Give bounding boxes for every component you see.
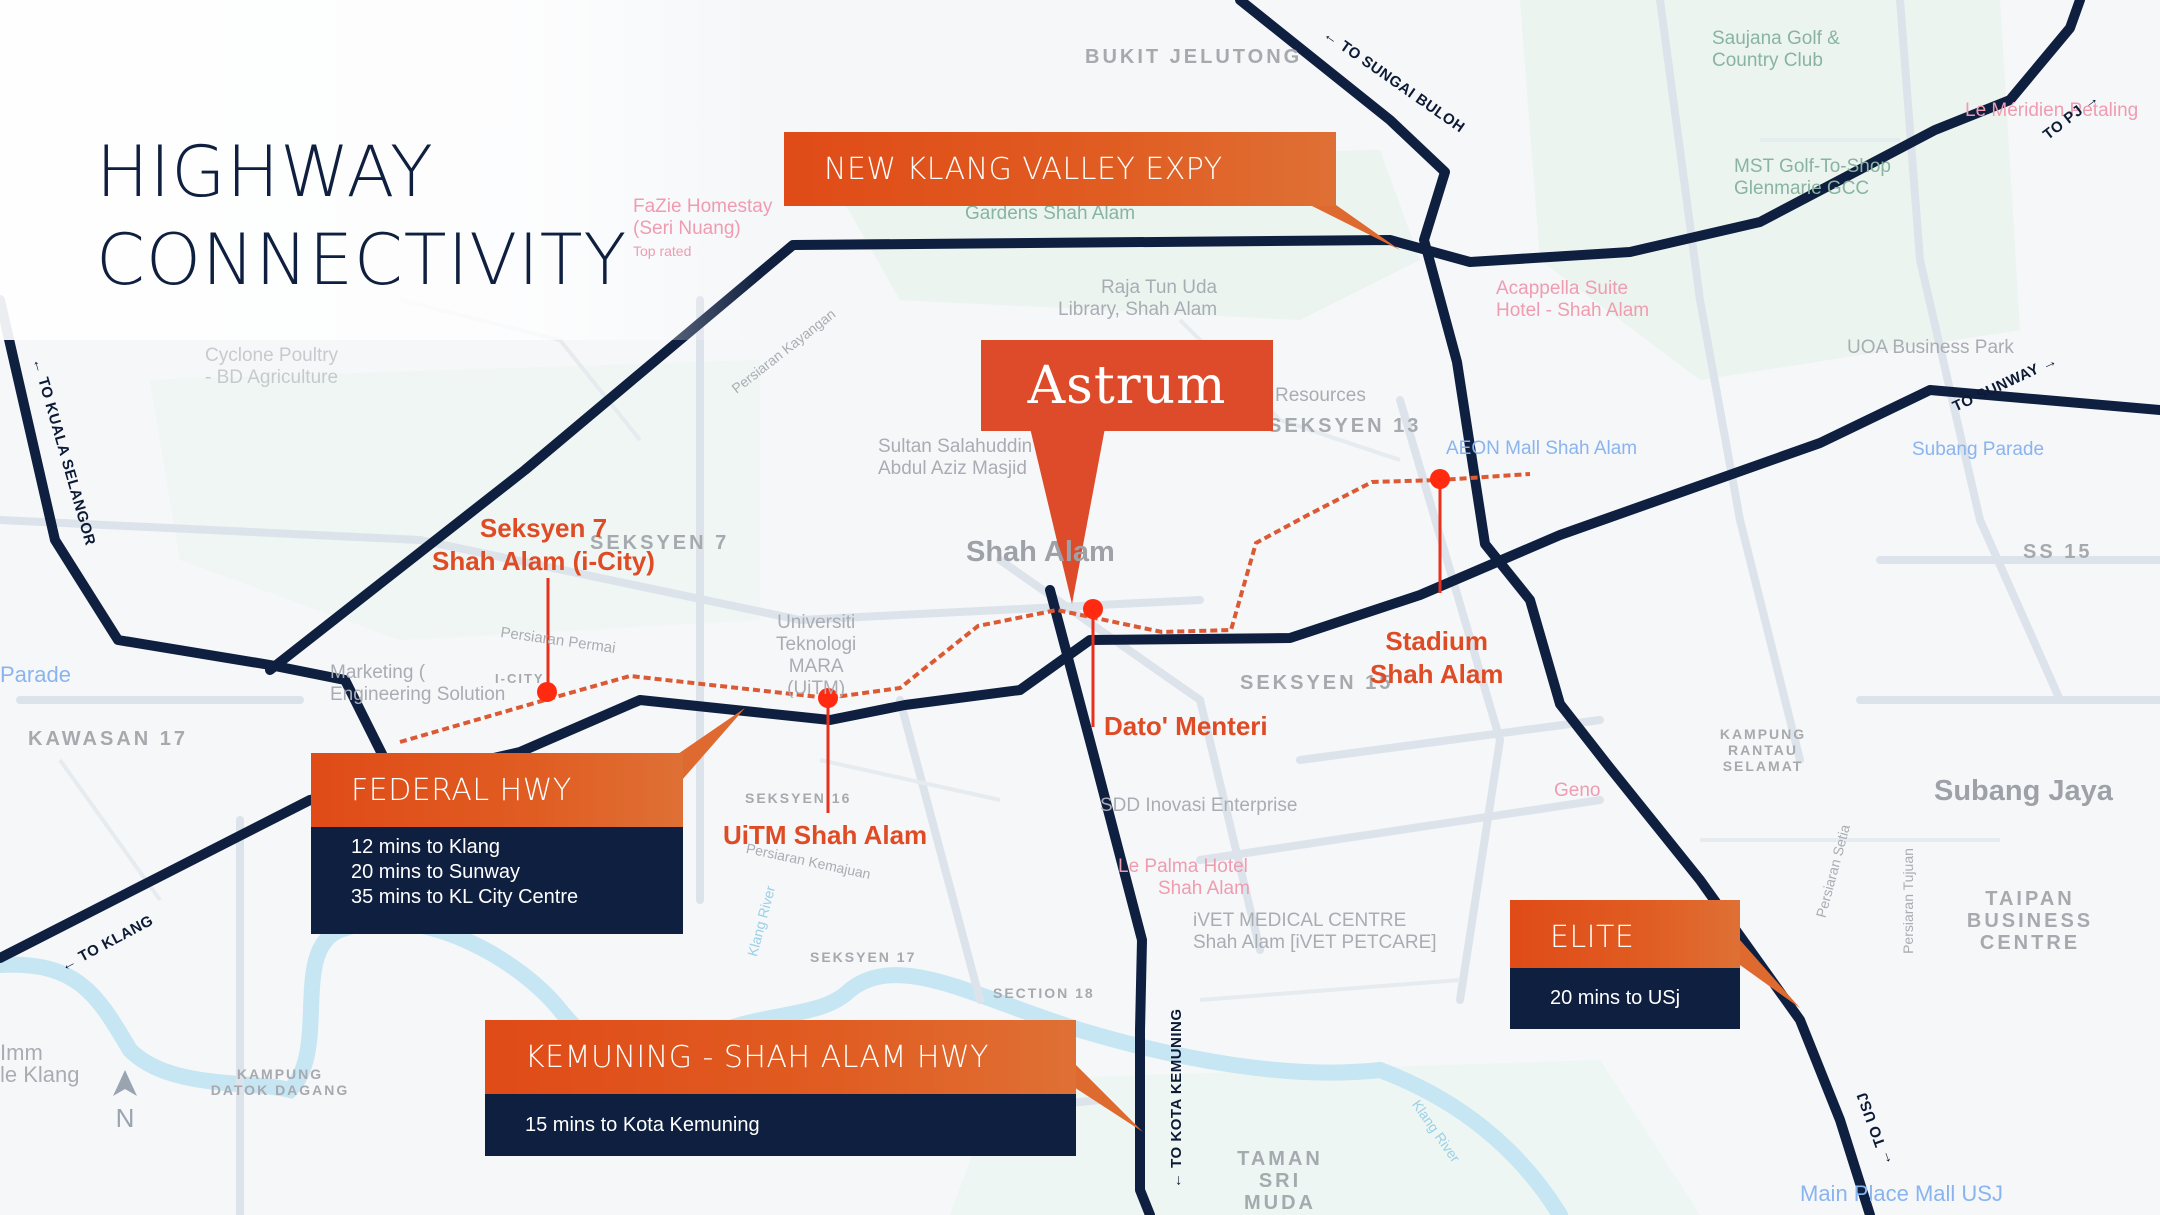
road-persiaran-tujuan: Persiaran Tujuan — [1899, 848, 1916, 954]
area-label: SEKSYEN 15 — [1240, 672, 1394, 694]
poi-geno: Geno — [1554, 780, 1601, 801]
poi-parade-left: Parade — [0, 662, 71, 687]
poi-subang-parade: Subang Parade — [1912, 439, 2045, 460]
poi-shah-alam: Shah Alam — [966, 536, 1115, 568]
poi-main-place: Main Place Mall USJ — [1800, 1181, 2003, 1206]
title-backdrop — [0, 0, 760, 340]
area-label: SEKSYEN 17 — [810, 949, 917, 965]
poi-aeon: AEON Mall Shah Alam — [1446, 438, 1638, 459]
area-label: I-CITY — [495, 671, 545, 686]
north-label: N — [115, 1103, 135, 1133]
page-title: HIGHWAY CONNECTIVITY — [96, 128, 627, 304]
poi-resources: Resources — [1275, 385, 1366, 406]
title-line-2: CONNECTIVITY — [96, 219, 628, 301]
poi-gardens: Gardens Shah Alam — [965, 203, 1136, 224]
poi-inovasi: SDD Inovasi Enterprise — [1100, 795, 1298, 816]
direction-kota-kemuning: ← TO KOTA KEMUNING — [1168, 1008, 1185, 1188]
federal-line — [0, 385, 2160, 963]
area-label: SECTION 18 — [993, 985, 1095, 1001]
poi-cyclone: Cyclone Poultry- BD Agriculture — [205, 345, 339, 388]
area-label: KAMPUNG DATOK DAGANG — [210, 1066, 350, 1098]
poi-marketing: Marketing (Engineering Solution — [330, 662, 506, 705]
poi-le-meridien: Le Méridien Petaling — [1965, 100, 2139, 121]
callout-kemuning-title: KEMUNING - SHAH ALAM HWY — [485, 1020, 1076, 1094]
poi-saujana: Saujana Golf &Country Club — [1712, 28, 1840, 71]
callout-federal-body: 12 mins to Klang 20 mins to Sunway 35 mi… — [311, 827, 683, 934]
station-uitm: UiTM Shah Alam — [723, 820, 928, 850]
station-markers — [537, 469, 1450, 813]
poi-fazie: FaZie Homestay(Seri Nuang)Top rated — [633, 196, 773, 259]
area-label: SEKSYEN 13 — [1268, 415, 1422, 437]
area-label: TAIPAN BUSINESS CENTRE — [1966, 888, 2094, 954]
callout-kemuning-body: 15 mins to Kota Kemuning — [485, 1094, 1076, 1156]
astrum-pin — [1030, 428, 1105, 604]
callout-elite-body: 20 mins to USj — [1510, 968, 1740, 1029]
poi-uoa: UOA Business Park — [1847, 337, 2014, 358]
callout-federal-title: FEDERAL HWY — [311, 753, 683, 827]
station-dato-menteri: Dato' Menteri — [1104, 711, 1268, 741]
callout-nkve: NEW KLANG VALLEY EXPY — [784, 132, 1336, 206]
area-label: KAWASAN 17 — [28, 728, 189, 750]
area-label: TAMAN SRI MUDA — [1237, 1148, 1323, 1214]
north-compass: N — [110, 1070, 140, 1133]
area-label: SEKSYEN 7 — [590, 532, 730, 554]
title-line-1: HIGHWAY — [96, 131, 434, 213]
area-label: KAMPUNG RANTAU SELAMAT — [1719, 726, 1807, 774]
astrum-project-marker: Astrum — [981, 340, 1273, 431]
area-label: BUKIT JELUTONG — [1085, 46, 1303, 68]
area-label: SS 15 — [2023, 541, 2093, 563]
poi-subang-jaya: Subang Jaya — [1934, 775, 2113, 807]
sungai-buloh-line — [1235, 0, 1875, 1215]
callout-elite-title: ELITE — [1510, 900, 1740, 974]
kuala-selangor-line — [0, 295, 395, 775]
kemuning-line — [1045, 585, 1155, 1215]
area-label: SEKSYEN 16 — [745, 790, 852, 806]
north-arrow-icon — [113, 1070, 137, 1096]
